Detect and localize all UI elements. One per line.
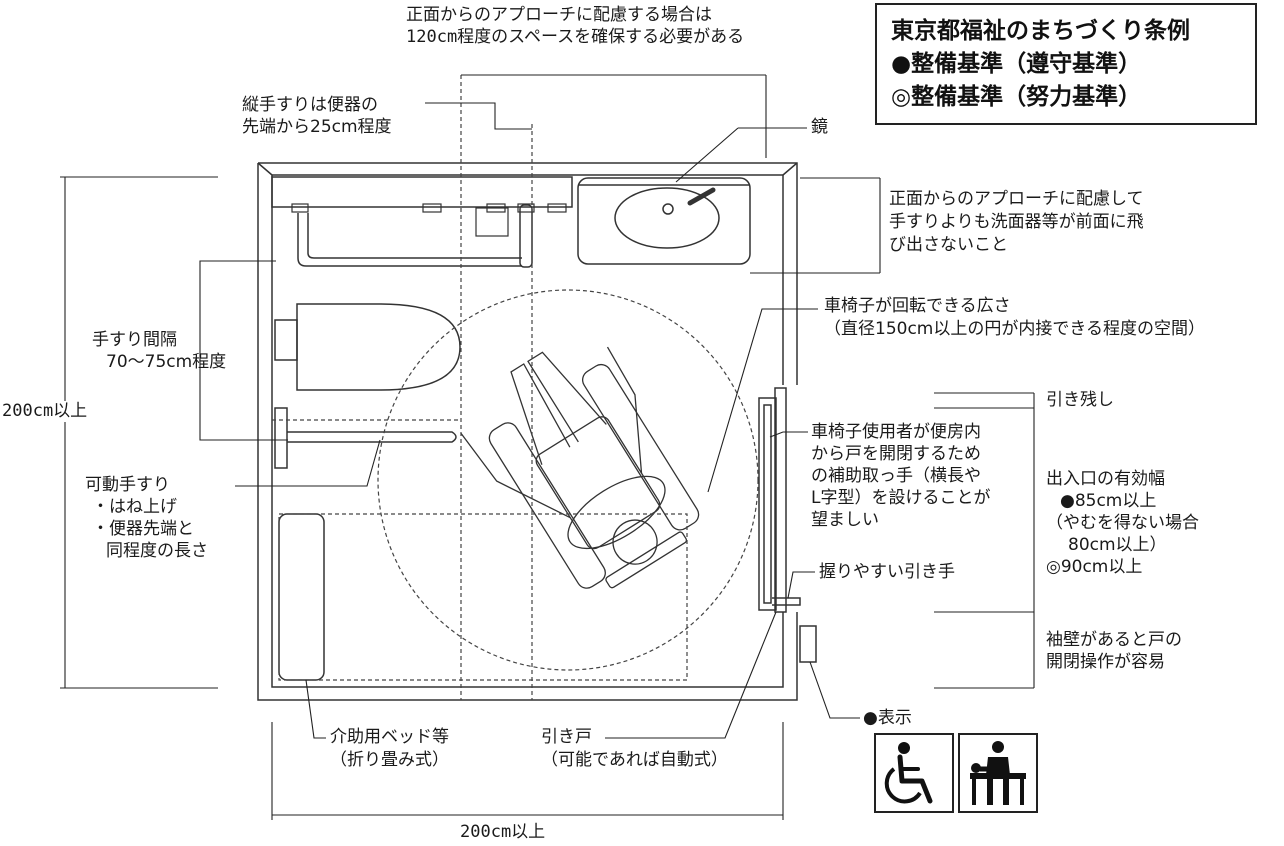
care-bed-icon	[958, 733, 1038, 813]
movable-rail-note-1: 可動手すり	[85, 475, 170, 495]
side-wall-note-1: 袖壁があると戸の	[1046, 630, 1182, 650]
height-dimension-label: 200cm以上	[2, 401, 88, 422]
sliding-door-note-2: （可能であれば自動式）	[541, 750, 728, 770]
rail-gap-note-1: 手すり間隔	[92, 330, 177, 350]
bed-note-2: （折り畳み式）	[330, 750, 449, 770]
entrance-width-effort: ◎90cm以上	[1046, 557, 1143, 577]
vertical-rail-note-1: 縦手すりは便器の	[242, 95, 378, 115]
legend-box: 東京都福祉のまちづくり条例 ●整備基準（遵守基準） ◎整備基準（努力基準）	[875, 3, 1257, 125]
sign-label: ●表示	[863, 708, 912, 728]
vertical-rail-note-2: 先端から25cm程度	[242, 117, 392, 137]
turning-space-note-1: 車椅子が回転できる広さ	[824, 296, 1011, 316]
back-wall-fittings	[291, 203, 567, 237]
turning-space-note-2: （直径150cm以上の円が内接できる程度の空間）	[824, 319, 1206, 339]
wall-handrail	[297, 204, 533, 268]
entrance-width-exception-1: （やむを得ない場合	[1046, 513, 1199, 533]
bed-note-1: 介助用ベッド等	[330, 727, 449, 747]
pull-remainder-label: 引き残し	[1046, 390, 1114, 410]
side-wall-note-2: 開閉操作が容易	[1046, 652, 1165, 672]
door-handle-note-4: L字型）を設けることが	[811, 488, 991, 508]
easy-grip-label: 握りやすい引き手	[819, 562, 955, 582]
legend-effort: ◎整備基準（努力基準）	[891, 84, 1142, 110]
door-handle-note-2: から戸を開閉するため	[811, 444, 981, 464]
sign-plate	[799, 625, 817, 663]
basin-note-2: 手すりよりも洗面器等が前面に飛	[889, 212, 1144, 232]
front-approach-note-1: 正面からのアプローチに配慮する場合は	[406, 5, 712, 25]
basin-note-3: び出さないこと	[889, 235, 1008, 255]
entrance-width-mandatory: ●85cm以上	[1060, 491, 1157, 511]
folding-bed	[278, 513, 325, 681]
sliding-door-note-1: 引き戸	[541, 727, 592, 747]
mirror-label: 鏡	[811, 117, 828, 137]
room-walls	[257, 162, 798, 701]
wheelchair-user-figure	[460, 346, 700, 589]
movable-rail-note-4: 同程度の長さ	[106, 541, 208, 561]
back-counter	[271, 176, 751, 265]
bed-zone	[278, 513, 688, 681]
toilet	[274, 303, 461, 391]
movable-rail-note-3: ・便器先端と	[92, 519, 194, 539]
sliding-door	[758, 387, 801, 613]
entrance-width-exception-2: 80cm以上）	[1068, 535, 1167, 555]
movable-rail-note-2: ・はね上げ	[92, 497, 177, 517]
legend-mandatory: ●整備基準（遵守基準）	[891, 51, 1142, 77]
rail-gap-note-2: 70～75cm程度	[106, 352, 227, 372]
front-approach-note-2: 120cm程度のスペースを確保する必要がある	[406, 27, 745, 47]
wash-basin	[614, 187, 720, 249]
legend-title: 東京都福祉のまちづくり条例	[891, 18, 1190, 44]
door-handle-note-5: 望ましい	[811, 510, 879, 530]
door-handle-note-3: の補助取っ手（横長や	[811, 466, 981, 486]
movable-handrail	[274, 407, 457, 469]
wheelchair-accessible-icon	[874, 733, 954, 813]
door-handle-note-1: 車椅子使用者が便房内	[811, 422, 981, 442]
turning-circle	[377, 289, 759, 671]
entrance-width-title: 出入口の有効幅	[1046, 469, 1165, 489]
width-dimension-label: 200cm以上	[460, 822, 546, 842]
basin-note-1: 正面からのアプローチに配慮して	[889, 189, 1144, 209]
